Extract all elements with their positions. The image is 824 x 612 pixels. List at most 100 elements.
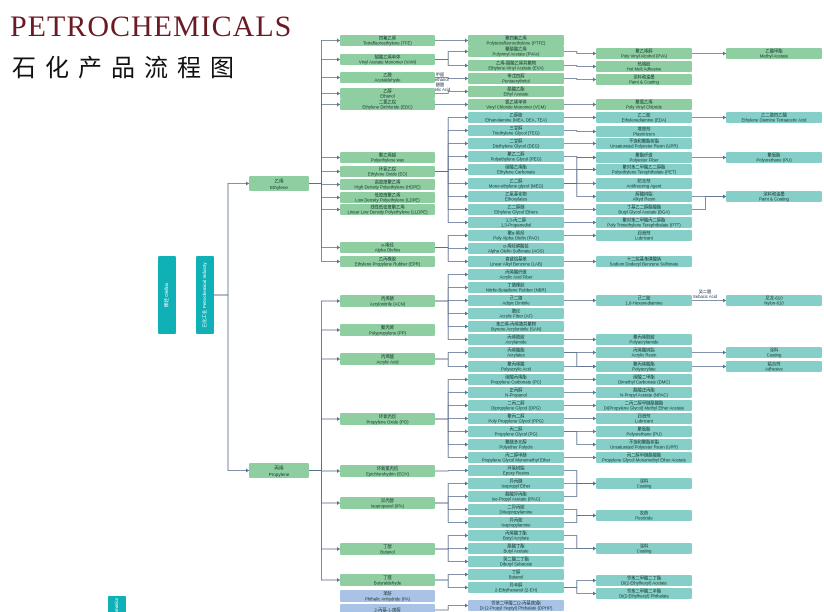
node-olefin[interactable]: 烯烃 Olefins [158, 256, 176, 334]
node-flow[interactable]: 石化工业 Petrochemical Industry [196, 256, 214, 334]
node-bottom[interactable]: Aromatics [108, 596, 126, 612]
node-f44[interactable]: 邻苯二甲酸二(2-丙基庚)酯Di (2-Propyl Heptyl) Phtha… [468, 600, 564, 611]
node-p10[interactable]: 2-丙基-1-庚醇 [340, 604, 435, 612]
